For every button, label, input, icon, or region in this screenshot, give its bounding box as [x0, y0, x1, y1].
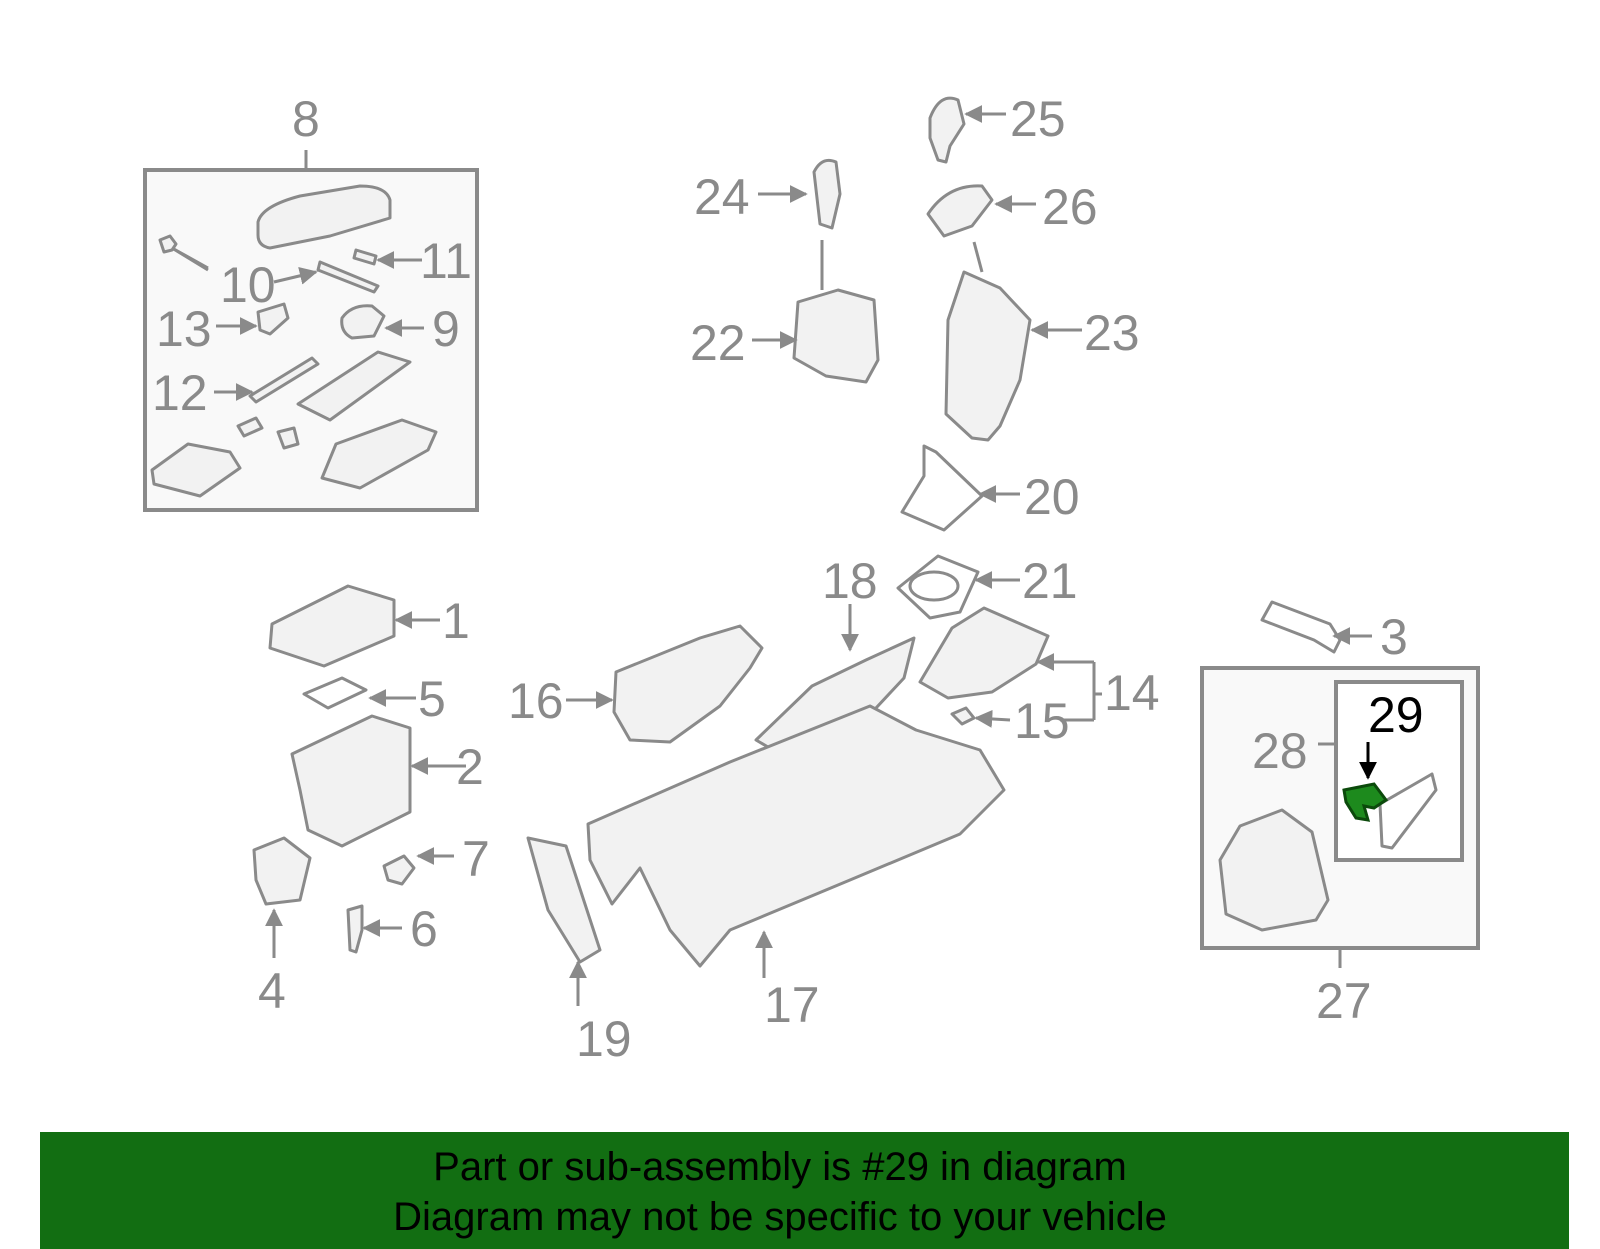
callout-22: 22	[690, 315, 746, 371]
armrest-assembly-box	[143, 150, 479, 512]
callout-1: 1	[442, 593, 470, 649]
callout-27: 27	[1316, 973, 1372, 1029]
callout-25: 25	[1010, 91, 1066, 147]
banner-line-2: Diagram may not be specific to your vehi…	[393, 1195, 1167, 1239]
callout-24: 24	[694, 169, 750, 225]
part-29-highlight	[1342, 782, 1389, 822]
leader-lines	[214, 105, 1372, 1006]
info-banner: Part or sub-assembly is #29 in diagram D…	[40, 1132, 1569, 1249]
callout-7: 7	[462, 831, 490, 887]
callout-20: 20	[1024, 469, 1080, 525]
callout-14: 14	[1104, 665, 1160, 721]
callout-11: 11	[420, 233, 472, 289]
callout-23: 23	[1084, 305, 1140, 361]
callout-8: 8	[292, 91, 320, 147]
callout-21: 21	[1022, 553, 1078, 609]
callout-18: 18	[822, 553, 878, 609]
part-3-shape	[1260, 600, 1342, 654]
callout-15: 15	[1014, 693, 1070, 749]
callout-10: 10	[220, 257, 276, 313]
callout-6: 6	[410, 901, 438, 957]
sub-assembly-box-27	[1200, 666, 1480, 968]
center-console	[526, 96, 1050, 968]
callout-19: 19	[576, 1011, 632, 1067]
callout-12: 12	[152, 365, 208, 421]
callout-4: 4	[258, 963, 286, 1019]
callout-2: 2	[456, 739, 484, 795]
callout-29: 29	[1368, 687, 1424, 743]
callout-9: 9	[432, 301, 460, 357]
callout-labels: 1 2 3 4 5 6 7 8 9 10 11 12 13 14 15 16 1…	[152, 91, 1424, 1067]
callout-3: 3	[1380, 609, 1408, 665]
callout-5: 5	[418, 671, 446, 727]
callout-17: 17	[764, 977, 820, 1033]
banner-line-1: Part or sub-assembly is #29 in diagram	[433, 1145, 1127, 1189]
callout-28: 28	[1252, 723, 1308, 779]
callout-26: 26	[1042, 179, 1098, 235]
callout-13: 13	[156, 301, 212, 357]
console-left-parts	[252, 584, 416, 954]
callout-16: 16	[508, 673, 564, 729]
